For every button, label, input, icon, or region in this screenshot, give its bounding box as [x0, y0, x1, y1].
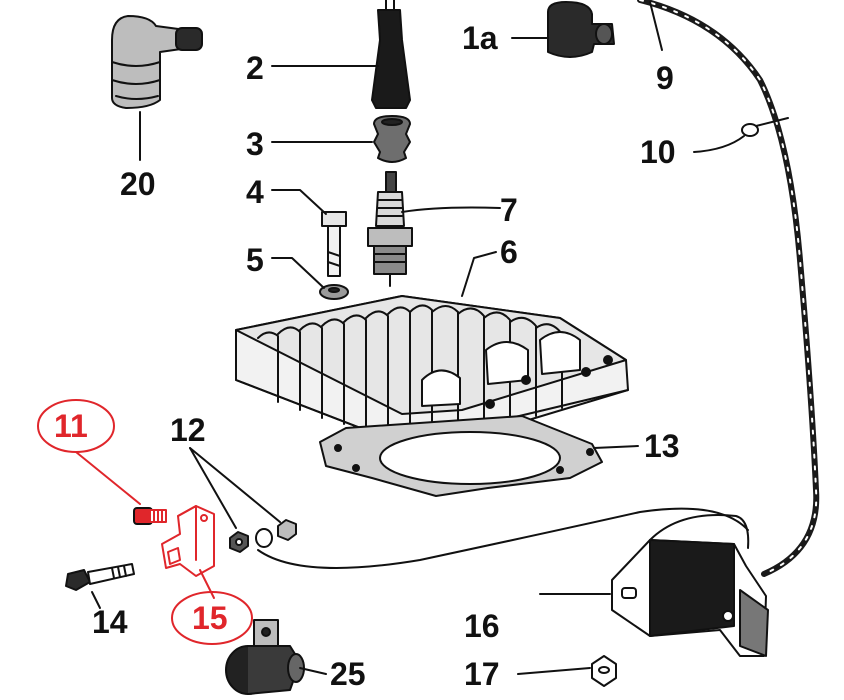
part-11-screw: [75, 451, 167, 525]
callout-16: 16: [464, 608, 500, 644]
callout-13: 13: [644, 428, 680, 464]
callout-7: 7: [500, 192, 518, 228]
callout-2: 2: [246, 50, 264, 86]
callout-3: 3: [246, 126, 264, 162]
part-5-washer: [271, 257, 349, 300]
callout-14: 14: [92, 604, 128, 640]
part-25-connector: [225, 619, 327, 695]
callout-1a: 1a: [462, 20, 498, 56]
part-9-ht-lead: [637, 0, 820, 577]
callout-10: 10: [640, 134, 676, 170]
part-16-ignition-module: [257, 507, 769, 657]
part-15-bracket: [161, 505, 215, 599]
part-7-spark-plug: [367, 171, 501, 287]
callout-12: 12: [170, 412, 206, 448]
part-10-clip: [693, 117, 789, 153]
callout-6: 6: [500, 234, 518, 270]
callout-25: 25: [330, 656, 366, 692]
callout-17: 17: [464, 656, 500, 692]
callout-20: 20: [120, 166, 156, 202]
callout-15: 15: [192, 600, 228, 636]
highlight-circle-15: [171, 591, 253, 645]
part-17-nut: [517, 655, 617, 687]
part-20-spark-plug-cap: [111, 15, 203, 161]
part-4-bolt: [271, 189, 347, 277]
part-13-head-gasket: [319, 415, 639, 497]
part-12-terminal: [189, 447, 297, 553]
callout-4: 4: [246, 174, 264, 210]
part-14-bolt: [65, 563, 135, 609]
part-3-grommet: [271, 115, 411, 163]
part-6-cylinder-head: [235, 251, 629, 445]
part-2-plug-lead-boot: [271, 0, 411, 109]
callout-5: 5: [246, 242, 264, 278]
highlight-circle-11: [37, 399, 115, 453]
callout-9: 9: [656, 60, 674, 96]
callout-11: 11: [54, 408, 88, 444]
part-1a-cap: [511, 1, 615, 58]
